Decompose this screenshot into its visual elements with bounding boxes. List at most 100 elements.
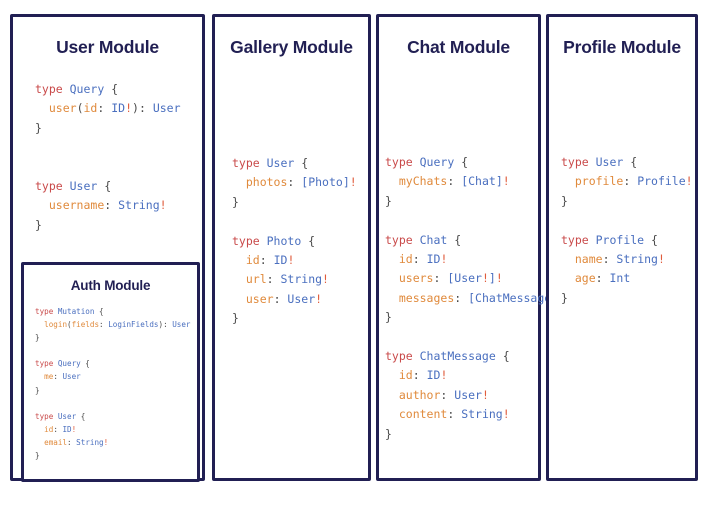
code-blank-line xyxy=(232,212,368,231)
code-token: } xyxy=(35,217,42,232)
code-token: [ xyxy=(447,271,455,286)
code-token: : xyxy=(273,291,288,306)
code-token: Photo xyxy=(308,175,343,190)
code-token: { xyxy=(80,359,90,369)
code-token: User xyxy=(57,411,77,421)
code-block-gallery-module: type User { photos: [Photo]!}type Photo … xyxy=(232,154,368,329)
code-token: ! xyxy=(481,387,489,402)
code-token: Chat xyxy=(419,232,448,247)
code-token xyxy=(385,174,399,188)
card-gallery-module[interactable]: Gallery Module type User { photos: [Phot… xyxy=(212,14,371,481)
code-token: [ xyxy=(461,174,469,189)
code-token: : xyxy=(454,290,469,305)
code-token xyxy=(561,174,575,188)
code-token: String xyxy=(76,437,104,447)
code-token: [ xyxy=(468,290,476,305)
code-line: users: [User!]! xyxy=(385,269,538,288)
code-line: type Query { xyxy=(35,357,197,370)
code-token: : xyxy=(287,175,302,190)
code-line: } xyxy=(35,331,197,344)
code-line: id: ID! xyxy=(385,366,538,385)
code-token: : xyxy=(97,101,112,116)
code-line: url: String! xyxy=(232,270,368,289)
card-chat-module[interactable]: Chat Module type Query { myChats: [Chat]… xyxy=(376,14,565,481)
code-token: login xyxy=(44,320,68,330)
code-token: Chat xyxy=(468,174,496,189)
code-token: { xyxy=(76,411,86,421)
code-token: : xyxy=(440,387,455,402)
code-token: String xyxy=(616,252,658,267)
code-token: } xyxy=(385,310,392,325)
code-token: } xyxy=(35,333,40,343)
code-token: ! xyxy=(502,174,510,189)
code-blank-line xyxy=(35,138,202,157)
code-token: ( xyxy=(67,320,72,330)
code-block-user-module: type Query { user(id: ID!): User}type Us… xyxy=(35,80,202,235)
code-token: ! xyxy=(440,252,448,267)
code-line: age: Int xyxy=(561,269,695,288)
code-token: content xyxy=(398,407,448,422)
code-token: : xyxy=(412,252,427,267)
code-token: String xyxy=(118,198,160,213)
code-token: Query xyxy=(57,359,81,369)
code-token: Profile xyxy=(637,174,686,189)
code-token: id xyxy=(83,101,98,116)
code-token: ! xyxy=(103,437,109,447)
card-user-module[interactable]: User Module type Query { user(id: ID!): … xyxy=(10,14,205,482)
code-token: { xyxy=(301,233,316,248)
code-token: ! xyxy=(287,253,295,268)
card-profile-module[interactable]: Profile Module type User { profile: Prof… xyxy=(546,14,698,481)
code-token: { xyxy=(94,307,104,316)
code-token: : xyxy=(602,252,617,267)
code-token: name xyxy=(574,252,603,267)
code-token xyxy=(232,292,246,306)
code-token: LoginFields xyxy=(108,320,159,330)
code-token: { xyxy=(623,155,638,169)
code-line: } xyxy=(35,384,197,397)
code-token: String xyxy=(461,407,503,422)
code-line: } xyxy=(35,216,202,235)
code-token: user xyxy=(245,291,274,306)
code-blank-line xyxy=(35,344,197,357)
code-token: profile xyxy=(574,174,624,189)
code-token: } xyxy=(35,451,40,461)
code-token: : xyxy=(53,424,63,434)
code-token: [ xyxy=(301,175,309,190)
code-token: ( xyxy=(76,101,84,116)
code-line: me: User xyxy=(35,370,197,383)
code-token: User xyxy=(172,320,191,330)
code-token: Photo xyxy=(266,233,302,248)
code-line: type Photo { xyxy=(232,232,368,251)
code-token: Profile xyxy=(595,232,645,247)
code-blank-line xyxy=(35,158,202,177)
code-line: content: String! xyxy=(385,405,538,424)
code-line: } xyxy=(385,192,538,211)
code-token: myChats xyxy=(398,174,448,189)
code-line: myChats: [Chat]! xyxy=(385,172,538,191)
code-token: ID xyxy=(426,252,441,267)
code-line: type User { xyxy=(232,154,368,173)
code-token: type xyxy=(35,82,70,96)
code-blank-line xyxy=(561,211,695,230)
code-token: } xyxy=(35,120,42,135)
code-token: user xyxy=(48,101,77,116)
code-token xyxy=(35,425,44,434)
code-token: messages xyxy=(398,290,455,305)
code-line: } xyxy=(385,425,538,444)
code-token xyxy=(35,320,44,329)
code-token xyxy=(385,291,399,305)
code-token: : xyxy=(53,372,63,382)
code-token: { xyxy=(294,156,309,170)
card-title-gallery-module: Gallery Module xyxy=(230,37,353,57)
code-token: username xyxy=(48,198,105,213)
code-line: user: User! xyxy=(232,290,368,309)
code-blank-line xyxy=(385,211,538,230)
code-token: Query xyxy=(69,82,105,96)
card-auth-module[interactable]: Auth Module type Mutation { login(fields… xyxy=(21,262,200,482)
code-token: } xyxy=(561,193,568,208)
code-token: } xyxy=(385,193,392,208)
code-token: ! xyxy=(685,174,693,189)
code-line: id: ID! xyxy=(35,423,197,436)
code-token: type xyxy=(561,155,596,169)
